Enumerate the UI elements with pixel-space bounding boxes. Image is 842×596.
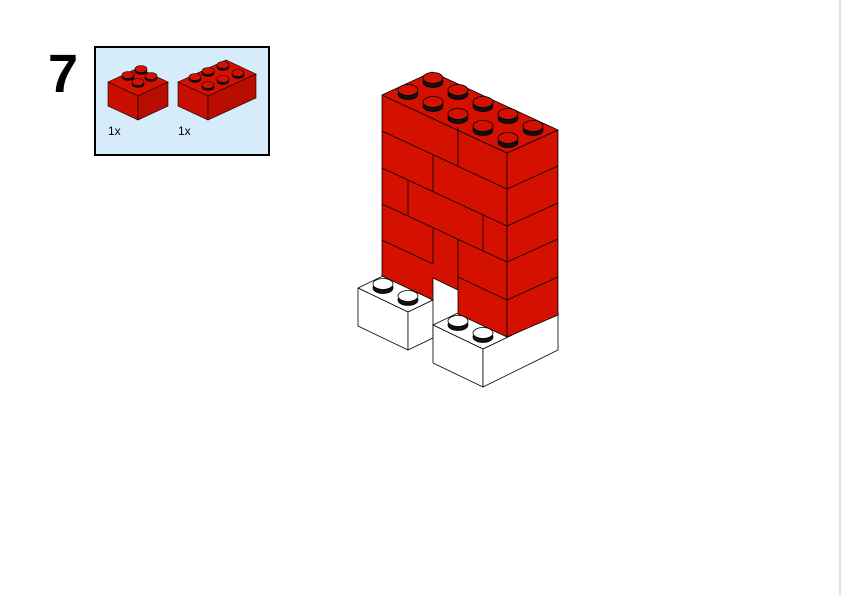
white-brick-right bbox=[432, 288, 559, 388]
brick-2x4-icon bbox=[177, 59, 257, 121]
page-edge bbox=[839, 0, 841, 596]
parts-list-callout: 1x 1x bbox=[94, 46, 270, 156]
studs-white bbox=[372, 278, 494, 343]
brick-2x2-icon bbox=[107, 65, 169, 121]
part-qty-2x4: 1x bbox=[178, 124, 191, 138]
studs-red bbox=[397, 72, 544, 148]
red-wall bbox=[381, 71, 559, 338]
brick-seams bbox=[381, 127, 559, 301]
step-number: 7 bbox=[48, 44, 79, 104]
part-qty-2x2: 1x bbox=[108, 124, 121, 138]
white-brick-left bbox=[357, 275, 434, 351]
parts-bricks-image bbox=[107, 59, 257, 121]
